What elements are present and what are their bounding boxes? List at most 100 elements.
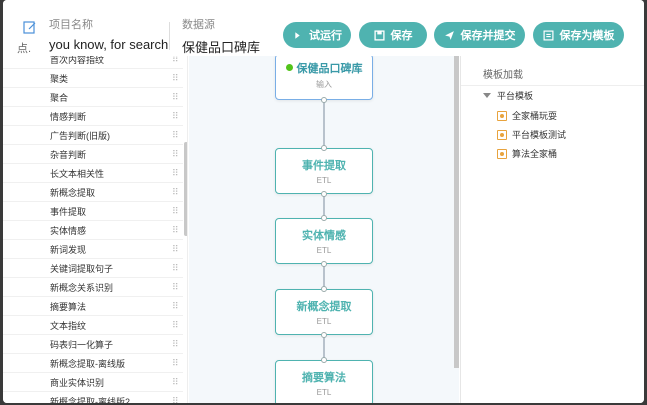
drag-handle-icon[interactable]: ⠿ [172,91,179,102]
drag-handle-icon[interactable]: ⠿ [172,338,179,349]
operator-label: 长文本相关性 [50,168,105,179]
operator-list-item[interactable]: 摘要算法⠿ [3,297,183,316]
drag-handle-icon[interactable]: ⠿ [172,262,179,273]
drag-handle-icon[interactable]: ⠿ [172,167,179,178]
template-panel: 模板加载 平台模板 全家桶玩耍 平台模板测试 算法全家桶 [460,56,644,403]
template-file-icon [497,148,507,159]
etl-node[interactable]: 实体情感 ETL [275,218,373,264]
operator-label: 聚类 [50,73,69,84]
project-name-label: 项目名称 [49,19,93,31]
operator-list-item[interactable]: 聚类 ⠿ [3,69,183,88]
workflow-editor-window: 点. 项目名称 you know, for search 数据源 保健品口碑库 … [3,0,644,403]
operator-list-item[interactable]: 新概念提取-离线版 ⠿ [3,354,183,373]
template-item[interactable]: 算法全家桶 [497,147,557,160]
save-submit-button-label: 保存并提交 [460,30,516,42]
project-name-value[interactable]: you know, for search [49,37,169,52]
node-title: 保健品口碑库 [276,60,372,76]
input-port[interactable] [321,357,327,363]
drag-handle-icon[interactable]: ⠿ [172,281,179,292]
node-title-text: 保健品口碑库 [296,63,363,75]
input-node[interactable]: 保健品口碑库输入 [275,56,373,100]
edit-icon[interactable] [23,20,37,34]
drag-handle-icon[interactable]: ⠿ [172,56,179,64]
caret-down-icon[interactable] [483,93,491,98]
operator-list-item[interactable]: 关键词提取句子⠿ [3,259,183,278]
drag-handle-icon[interactable]: ⠿ [172,148,179,159]
operator-list-item[interactable]: 新概念提取-离线版2⠿ [3,392,183,404]
output-port[interactable] [321,191,327,197]
node-type: ETL [316,176,332,185]
output-port[interactable] [321,332,327,338]
operator-list-item[interactable]: 长文本相关性 ⠿ [3,164,183,183]
drag-handle-icon[interactable]: ⠿ [172,205,179,216]
left-dot-text: 点. [17,43,32,55]
drag-handle-icon[interactable]: ⠿ [172,376,179,387]
operator-label: 码表归一化算子 [50,339,114,350]
operator-list-item[interactable]: 情感判断 ⠿ [3,107,183,126]
node-title: 摘要算法 [302,372,346,384]
node-type: ETL [316,317,332,326]
operator-label: 新概念提取-离线版 [50,358,125,369]
output-port[interactable] [321,97,327,103]
drag-handle-icon[interactable]: ⠿ [172,186,179,197]
operator-list-item[interactable]: 杂音判断⠿ [3,145,183,164]
template-panel-header: 模板加载 [461,56,644,86]
operator-list-item[interactable]: 新概念关系识别⠿ [3,278,183,297]
template-item[interactable]: 平台模板测试 [497,128,566,141]
drag-handle-icon[interactable]: ⠿ [172,243,179,254]
save-submit-button[interactable]: 保存并提交 [434,22,525,48]
drag-handle-icon[interactable]: ⠿ [172,129,179,140]
operator-list-item[interactable]: 文本指纹⠿ [3,316,183,335]
save-icon [373,29,385,41]
operator-list-item[interactable]: 事件提取 ⠿ [3,202,183,221]
operator-list-item[interactable]: 实体情感⠿ [3,221,183,240]
save-button[interactable]: 保存 [359,22,427,48]
drag-handle-icon[interactable]: ⠿ [172,357,179,368]
canvas-scrollbar[interactable] [454,56,459,368]
flow-connector [323,194,325,218]
drag-handle-icon[interactable]: ⠿ [172,319,179,330]
run-button-label: 试运行 [309,30,342,42]
operator-list-item[interactable]: 新词发现 ⠿ [3,240,183,259]
input-port[interactable] [321,215,327,221]
run-button[interactable]: 试运行 [283,22,351,48]
operator-label: 新词发现 [50,244,87,255]
drag-handle-icon[interactable]: ⠿ [172,72,179,83]
operator-label: 聚合 [50,92,69,103]
operator-label: 首次内容指纹 [50,56,105,65]
operator-label: 新概念提取 [50,187,96,198]
save-button-label: 保存 [390,30,413,42]
save-as-template-button[interactable]: 保存为模板 [533,22,624,48]
operator-list-scrollbar[interactable] [184,142,187,236]
datasource-label: 数据源 [182,19,215,31]
operator-list-item[interactable]: 码表归一化算子 ⠿ [3,335,183,354]
drag-handle-icon[interactable]: ⠿ [172,110,179,121]
play-icon [295,31,300,39]
node-title: 实体情感 [302,230,346,242]
operator-label: 商业实体识别 [50,377,105,388]
datasource-value[interactable]: 保健品口碑库 [182,40,261,55]
operator-label: 事件提取 [50,206,87,217]
operator-label: 情感判断 [50,111,87,122]
operator-list-item[interactable]: 聚合 ⠿ [3,88,183,107]
save-as-template-button-label: 保存为模板 [559,30,615,42]
node-type: ETL [316,246,332,255]
drag-handle-icon[interactable]: ⠿ [172,300,179,311]
input-port[interactable] [321,286,327,292]
operator-list-item[interactable]: 首次内容指纹 ⠿ [3,56,183,69]
template-tree-root[interactable]: 平台模板 [483,89,533,102]
drag-handle-icon[interactable]: ⠿ [172,395,179,404]
operator-list-item[interactable]: 商业实体识别 ⠿ [3,373,183,392]
operator-list-item[interactable]: 新概念提取 ⠿ [3,183,183,202]
operator-list-item[interactable]: 广告判断(旧版)⠿ [3,126,183,145]
output-port[interactable] [321,261,327,267]
template-item[interactable]: 全家桶玩耍 [497,109,557,122]
input-port[interactable] [321,145,327,151]
header-divider [169,22,170,50]
drag-handle-icon[interactable]: ⠿ [172,224,179,235]
template-icon [542,29,554,41]
